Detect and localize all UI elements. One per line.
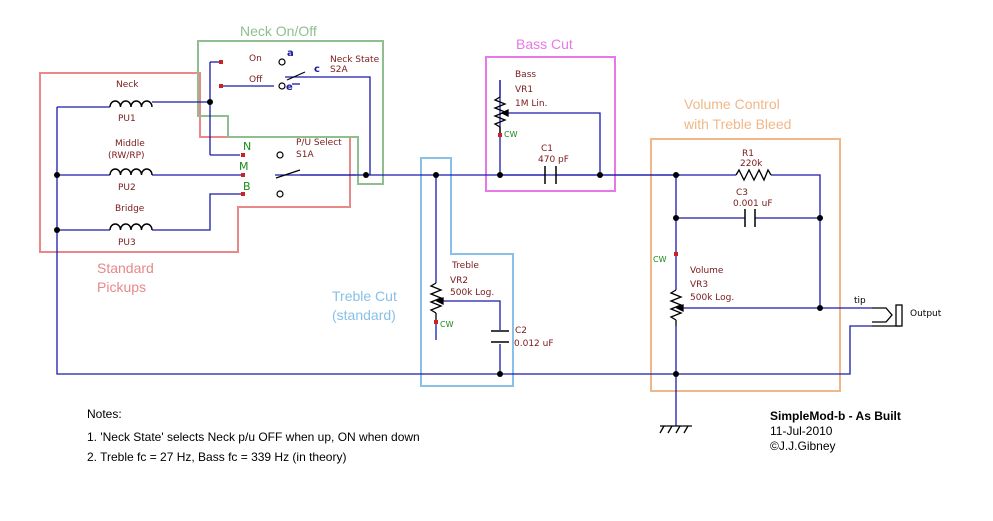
s1a-pos-b: B xyxy=(243,180,251,193)
s1a-name: P/U Select xyxy=(296,138,342,148)
neck-onoff-box xyxy=(197,40,384,185)
c3-ref: C3 xyxy=(736,188,748,198)
vr3-value: 500k Log. xyxy=(690,293,734,303)
neck-onoff-label: Neck On/Off xyxy=(240,23,317,39)
vr2-cw-marker xyxy=(434,320,438,324)
vr3-cw-label: CW xyxy=(653,255,667,264)
pu2-coil xyxy=(109,168,153,176)
jack-tip-label: tip xyxy=(854,296,866,306)
pu3-name: Bridge xyxy=(115,204,145,214)
c3-value: 0.001 uF xyxy=(733,199,773,209)
vr3-pot xyxy=(669,289,684,326)
bass-cut-label: Bass Cut xyxy=(516,36,573,52)
title-block-date: 11-Jul-2010 xyxy=(770,424,833,438)
s2a-term-a: a xyxy=(287,48,294,59)
vr2-value: 500k Log. xyxy=(450,288,494,298)
pu1-name: Neck xyxy=(116,80,139,90)
standard-pickups-label-1: Standard xyxy=(97,260,154,276)
treble-cut-label-1: Treble Cut xyxy=(332,288,397,304)
s1a-pos-m: M xyxy=(239,160,249,173)
pu1-coil xyxy=(109,100,153,108)
c1-value: 470 pF xyxy=(538,155,569,165)
vr3-cw-marker xyxy=(674,252,678,256)
c2-value: 0.012 uF xyxy=(514,339,554,349)
vr1-name: Bass xyxy=(515,70,536,80)
vr2-pot xyxy=(429,282,444,320)
s2a-on-label: On xyxy=(249,54,262,64)
vr3-name: Volume xyxy=(690,266,724,276)
s2a-ref: S2A xyxy=(330,65,348,75)
s2a-switch xyxy=(278,58,306,90)
standard-pickups-label-2: Pickups xyxy=(97,279,146,295)
volume-control-label-1: Volume Control xyxy=(684,96,780,112)
volume-control-box xyxy=(650,138,841,392)
pu1-ref: PU1 xyxy=(118,114,136,124)
bass-cut-box xyxy=(485,56,616,192)
vr1-cw-marker xyxy=(498,133,502,137)
standard-pickups-box xyxy=(39,72,351,253)
c1-capacitor xyxy=(544,166,557,184)
c1-ref: C1 xyxy=(541,144,553,154)
s2a-term-c: c xyxy=(314,64,320,75)
r1-value: 220k xyxy=(740,159,763,169)
s1a-ref: S1A xyxy=(296,150,314,160)
title-block-author: ©J.J.Gibney xyxy=(770,439,836,453)
r1-ref: R1 xyxy=(742,149,754,159)
treble-cut-box xyxy=(420,157,514,387)
vr3-ref: VR3 xyxy=(690,280,708,290)
s2a-term-e: e xyxy=(286,82,293,93)
junction-dots xyxy=(54,99,823,377)
jack-output-label: Output xyxy=(910,309,942,319)
title-block-title: SimpleMod-b - As Built xyxy=(770,409,901,423)
wires xyxy=(56,61,872,426)
c2-ref: C2 xyxy=(515,326,527,336)
pu2-sub: (RW/RP) xyxy=(108,151,145,161)
vr2-name: Treble xyxy=(451,261,479,271)
notes-line-2: 2. Treble fc = 27 Hz, Bass fc = 339 Hz (… xyxy=(87,450,346,464)
r1-resistor xyxy=(735,168,772,182)
vr1-cw-label: CW xyxy=(504,130,518,139)
vr1-pot xyxy=(493,96,509,135)
volume-control-label-2: with Treble Bleed xyxy=(683,116,791,132)
ground-symbol xyxy=(659,425,692,434)
pu3-ref: PU3 xyxy=(118,238,136,248)
treble-cut-label-2: (standard) xyxy=(332,307,396,323)
pu3-coil xyxy=(109,223,153,231)
switch-contact-markers xyxy=(219,60,245,196)
vr1-value: 1M Lin. xyxy=(515,99,547,109)
s1a-switch xyxy=(275,151,301,198)
s1a-pos-n: N xyxy=(243,140,251,153)
s2a-off-label: Off xyxy=(249,75,263,85)
vr2-cw-label: CW xyxy=(440,320,454,329)
s2a-name: Neck State xyxy=(330,55,380,65)
vr2-ref: VR2 xyxy=(450,276,468,286)
pu2-ref: PU2 xyxy=(118,183,136,193)
notes-line-1: 1. 'Neck State' selects Neck p/u OFF whe… xyxy=(87,430,420,444)
c3-capacitor xyxy=(744,209,756,227)
vr1-ref: VR1 xyxy=(515,85,533,95)
c2-capacitor xyxy=(491,330,509,343)
output-jack xyxy=(872,304,903,327)
notes-heading: Notes: xyxy=(87,407,122,421)
pu2-name: Middle xyxy=(115,139,145,149)
